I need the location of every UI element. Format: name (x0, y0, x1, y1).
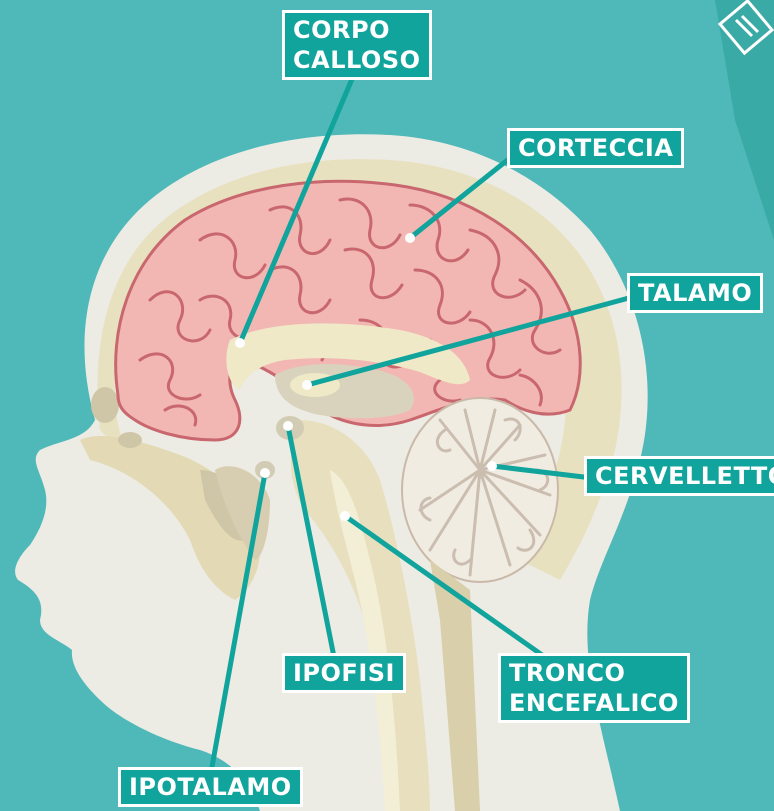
label-corpo-calloso-line2: CALLOSO (293, 45, 421, 75)
label-talamo: TALAMO (627, 273, 763, 313)
label-corpo-calloso: CORPO CALLOSO (282, 10, 432, 80)
label-tronco-encefalico: TRONCO ENCEFALICO (498, 653, 690, 723)
label-ipofisi: IPOFISI (282, 653, 406, 693)
label-corteccia: CORTECCIA (507, 128, 684, 168)
label-corpo-calloso-line1: CORPO (293, 15, 421, 45)
sinus-cavity (91, 387, 119, 423)
label-talamo-text: TALAMO (638, 278, 752, 308)
label-tronco-encefalico-line1: TRONCO (509, 658, 679, 688)
label-tronco-encefalico-line2: ENCEFALICO (509, 688, 679, 718)
label-ipotalamo: IPOTALAMO (118, 767, 303, 807)
label-corteccia-text: CORTECCIA (518, 133, 673, 163)
cerebellum (402, 398, 558, 582)
label-cervelletto-text: CERVELLETTO (595, 461, 774, 491)
label-cervelletto: CERVELLETTO (584, 456, 774, 496)
sinus-cavity (118, 432, 142, 448)
label-ipofisi-text: IPOFISI (293, 658, 395, 688)
label-ipotalamo-text: IPOTALAMO (129, 772, 292, 802)
